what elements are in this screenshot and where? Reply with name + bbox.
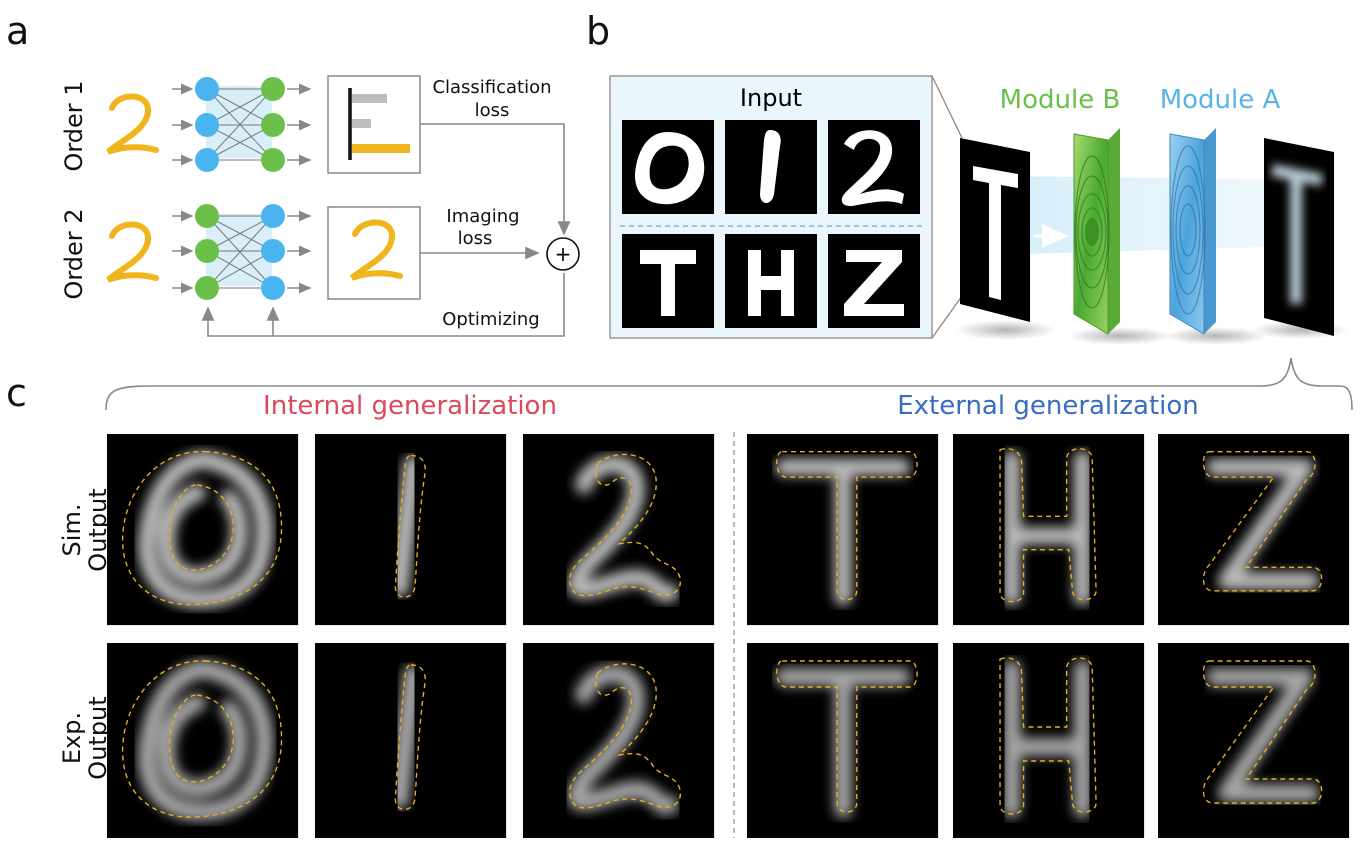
exp-output-2: [523, 643, 715, 838]
exp-output-0: [107, 643, 299, 838]
sum-node: [546, 237, 580, 271]
neural-network-order2: [172, 204, 312, 300]
output-image-grid: [107, 434, 1350, 838]
exp-output-H: [953, 643, 1145, 838]
module-b-label: Module B: [1000, 85, 1121, 115]
panel-label-b: b: [586, 9, 610, 53]
class-bar-1: [352, 119, 371, 128]
exp-output-Z: [1158, 643, 1350, 838]
sim-output-0: [107, 434, 299, 626]
input-title: Input: [740, 84, 802, 112]
module-a-plate: [1169, 128, 1216, 335]
curly-brace: [105, 357, 1353, 411]
exp-label-line1: Exp.: [58, 712, 86, 764]
imaging-loss-line2: loss: [458, 228, 493, 249]
input-letter-T: [640, 250, 696, 316]
sim-output-1: [315, 434, 507, 626]
order1-label: Order 1: [60, 80, 88, 171]
exp-output-T: [747, 643, 939, 838]
input-plane-shadow: [956, 320, 1056, 340]
input-digit-1: [760, 130, 781, 203]
input-tiles: [622, 120, 920, 328]
panel-label-c: c: [6, 371, 27, 415]
output-plane-image: [1270, 164, 1324, 304]
sum-symbol: +: [555, 242, 572, 266]
zoom-line-top: [931, 75, 963, 139]
input-digit-0: [635, 132, 705, 205]
imaging-loss-line1: Imaging: [446, 206, 519, 227]
sim-output-H: [953, 434, 1145, 626]
imaging-output-two: [350, 219, 403, 281]
optimizing-label: Optimizing: [442, 309, 539, 330]
module-b-shadow: [1068, 327, 1172, 345]
panel-label-a: a: [6, 9, 29, 53]
input-plane-letter-T: [973, 166, 1018, 300]
handwritten-two-order1: [106, 93, 159, 155]
panel-b: b Input: [586, 9, 1348, 345]
class-bar-0: [352, 94, 387, 103]
sim-label-line1: Sim.: [58, 504, 86, 557]
classification-loss-line2: loss: [475, 100, 510, 121]
order2-label: Order 2: [60, 208, 88, 299]
classification-output-box: [327, 75, 421, 174]
panel-a: a Order 1 Order 2: [6, 9, 580, 337]
sim-output-Z: [1158, 434, 1350, 626]
exp-output-1: [315, 643, 507, 838]
handwritten-two-order2: [106, 221, 159, 283]
internal-generalization-label: Internal generalization: [263, 391, 557, 421]
input-digit-2: [841, 130, 904, 207]
panel-c: c Internal generalization External gener…: [6, 357, 1353, 838]
module-a-shadow: [1164, 327, 1268, 345]
neural-network-order1: [172, 77, 312, 172]
input-letter-Z: [844, 250, 904, 316]
classification-loss-line1: Classification: [432, 77, 551, 98]
module-b-plate: [1073, 128, 1120, 335]
class-bar-2: [352, 144, 410, 153]
loss-connectors: [201, 123, 571, 337]
sim-output-2: [523, 434, 715, 626]
module-a-label: Module A: [1160, 85, 1281, 115]
zoom-line-bottom: [931, 295, 963, 339]
input-letter-H: [748, 250, 794, 316]
sim-output-T: [747, 434, 939, 626]
external-generalization-label: External generalization: [897, 391, 1199, 421]
